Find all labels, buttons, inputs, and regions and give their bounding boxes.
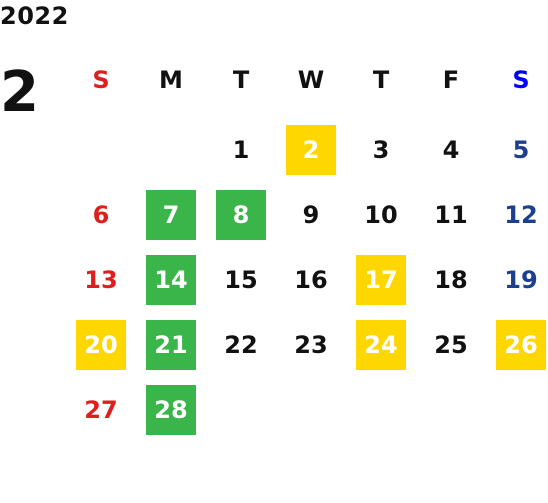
calendar-day[interactable]: 4 xyxy=(442,136,460,164)
calendar-day[interactable]: 26 xyxy=(496,320,546,370)
calendar-day[interactable]: 18 xyxy=(434,266,468,294)
calendar-day[interactable]: 7 xyxy=(146,190,196,240)
calendar-day[interactable]: 20 xyxy=(76,320,126,370)
calendar-day[interactable]: 14 xyxy=(146,255,196,305)
calendar-day[interactable]: 22 xyxy=(224,331,258,359)
calendar-day[interactable]: 5 xyxy=(512,136,530,164)
weekday-header: T xyxy=(232,66,250,94)
calendar-day[interactable]: 17 xyxy=(356,255,406,305)
month-label: 2 xyxy=(0,60,39,125)
calendar-day[interactable]: 21 xyxy=(146,320,196,370)
calendar-day[interactable]: 25 xyxy=(434,331,468,359)
calendar-day[interactable]: 9 xyxy=(302,201,320,229)
calendar-day[interactable]: 15 xyxy=(224,266,258,294)
calendar-day[interactable]: 13 xyxy=(84,266,118,294)
weekday-header: W xyxy=(297,66,325,94)
calendar-day[interactable]: 16 xyxy=(294,266,328,294)
calendar-day[interactable]: 12 xyxy=(504,201,538,229)
calendar-day[interactable]: 11 xyxy=(434,201,468,229)
calendar-day[interactable]: 23 xyxy=(294,331,328,359)
year-label: 2022 xyxy=(0,2,69,30)
calendar-day[interactable]: 10 xyxy=(364,201,398,229)
calendar-day[interactable]: 3 xyxy=(372,136,390,164)
calendar-day[interactable]: 6 xyxy=(92,201,110,229)
calendar-day[interactable]: 28 xyxy=(146,385,196,435)
weekday-header: T xyxy=(372,66,390,94)
weekday-header: S xyxy=(512,66,530,94)
calendar-day[interactable]: 27 xyxy=(84,396,118,424)
calendar-day[interactable]: 8 xyxy=(216,190,266,240)
calendar-day[interactable]: 2 xyxy=(286,125,336,175)
calendar-day[interactable]: 1 xyxy=(232,136,250,164)
weekday-header: M xyxy=(159,66,183,94)
calendar-day[interactable]: 19 xyxy=(504,266,538,294)
weekday-header: S xyxy=(92,66,110,94)
weekday-header: F xyxy=(442,66,460,94)
calendar-day[interactable]: 24 xyxy=(356,320,406,370)
